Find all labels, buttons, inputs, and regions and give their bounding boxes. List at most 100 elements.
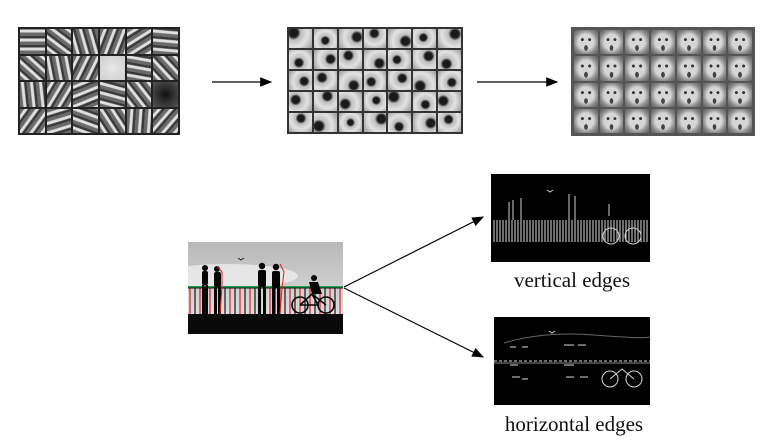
part-filter-cell bbox=[413, 71, 437, 90]
part-filter-grid bbox=[287, 27, 463, 134]
face-filter-cell bbox=[599, 56, 624, 81]
source-photo bbox=[188, 242, 343, 334]
face-filter-cell bbox=[651, 56, 675, 81]
vertical-edges-image bbox=[491, 174, 650, 262]
part-filter-cell bbox=[438, 71, 461, 90]
part-filter-cell bbox=[388, 92, 412, 111]
horizontal-edge-map bbox=[494, 330, 650, 388]
face-filter-cell bbox=[702, 30, 727, 55]
edge-filter-cell bbox=[126, 82, 152, 107]
vertical-edge-map bbox=[493, 189, 648, 245]
part-filter-cell bbox=[289, 92, 312, 111]
face-filter-cell bbox=[651, 82, 675, 107]
part-filter-cell bbox=[413, 113, 437, 132]
part-filter-cell bbox=[289, 29, 312, 48]
face-filter-cell bbox=[702, 108, 727, 133]
horizontal-edges-image bbox=[494, 317, 650, 405]
part-filter-cell bbox=[289, 113, 312, 132]
part-filter-cell bbox=[413, 29, 437, 48]
part-filter-cell bbox=[388, 71, 412, 90]
edge-filter-cell bbox=[20, 82, 45, 107]
face-filter-cell bbox=[625, 108, 650, 133]
horizontal-edges-caption: horizontal edges bbox=[504, 412, 644, 436]
part-filter-cell bbox=[388, 29, 412, 48]
part-filter-cell bbox=[338, 113, 362, 132]
edge-filter-cell bbox=[126, 29, 152, 54]
part-filter-cell bbox=[388, 113, 412, 132]
edge-filter-cell bbox=[99, 29, 125, 54]
part-filter-cell bbox=[438, 113, 461, 132]
part-filter-cell bbox=[438, 50, 461, 69]
edge-filter-cell bbox=[46, 29, 72, 54]
edge-filter-cell bbox=[46, 55, 72, 80]
face-filters-panel bbox=[571, 27, 755, 136]
face-filter-cell bbox=[625, 82, 650, 107]
part-filter-cell bbox=[313, 113, 337, 132]
part-filter-cell bbox=[289, 71, 312, 90]
arrow-photo-to-horizontal bbox=[343, 287, 485, 358]
face-filter-cell bbox=[574, 30, 598, 55]
part-filter-cell bbox=[438, 92, 461, 111]
part-filter-cell bbox=[338, 29, 362, 48]
part-filter-cell bbox=[338, 50, 362, 69]
face-filter-cell bbox=[574, 56, 598, 81]
part-filter-cell bbox=[363, 92, 387, 111]
edge-filter-cell bbox=[153, 29, 178, 54]
part-filter-cell bbox=[363, 113, 387, 132]
face-filter-cell bbox=[574, 108, 598, 133]
arrow-photo-to-vertical bbox=[343, 216, 485, 288]
part-filter-cell bbox=[363, 29, 387, 48]
edge-filter-cell bbox=[73, 82, 98, 107]
edge-filter-cell bbox=[153, 55, 178, 80]
edge-filter-cell bbox=[99, 55, 125, 80]
edge-filter-cell bbox=[153, 82, 178, 107]
face-filter-cell bbox=[728, 108, 752, 133]
face-filter-cell bbox=[676, 56, 701, 81]
part-filter-cell bbox=[313, 29, 337, 48]
part-filter-cell bbox=[413, 50, 437, 69]
part-filter-cell bbox=[338, 71, 362, 90]
face-filter-cell bbox=[702, 82, 727, 107]
edge-filter-cell bbox=[73, 29, 98, 54]
face-filter-cell bbox=[625, 56, 650, 81]
part-filter-cell bbox=[388, 50, 412, 69]
edge-filters-panel bbox=[18, 27, 180, 135]
part-filter-cell bbox=[413, 92, 437, 111]
face-filter-cell bbox=[702, 56, 727, 81]
part-filter-cell bbox=[338, 92, 362, 111]
face-filter-cell bbox=[599, 82, 624, 107]
edge-filter-cell bbox=[46, 82, 72, 107]
edge-filter-cell bbox=[99, 108, 125, 133]
face-filter-cell bbox=[599, 108, 624, 133]
face-filter-cell bbox=[728, 30, 752, 55]
edge-filter-cell bbox=[46, 108, 72, 133]
part-filter-cell bbox=[313, 71, 337, 90]
vertical-edges-caption: vertical edges bbox=[513, 268, 631, 292]
edge-filter-cell bbox=[20, 29, 45, 54]
edge-filter-cell bbox=[126, 108, 152, 133]
face-filter-cell bbox=[728, 56, 752, 81]
part-filter-cell bbox=[363, 71, 387, 90]
edge-filter-cell bbox=[20, 55, 45, 80]
face-filter-cell bbox=[676, 82, 701, 107]
edge-filter-cell bbox=[153, 108, 178, 133]
face-filter-cell bbox=[574, 82, 598, 107]
part-filter-cell bbox=[313, 92, 337, 111]
face-filter-cell bbox=[599, 30, 624, 55]
face-filter-grid bbox=[571, 27, 755, 136]
edge-filter-cell bbox=[73, 108, 98, 133]
part-filter-cell bbox=[313, 50, 337, 69]
edge-filter-grid bbox=[18, 27, 180, 135]
face-filter-cell bbox=[676, 108, 701, 133]
part-filter-cell bbox=[438, 29, 461, 48]
face-filter-cell bbox=[676, 30, 701, 55]
face-filter-cell bbox=[651, 30, 675, 55]
face-filter-cell bbox=[728, 82, 752, 107]
face-filter-cell bbox=[651, 108, 675, 133]
edge-filter-cell bbox=[99, 82, 125, 107]
edge-filter-cell bbox=[126, 55, 152, 80]
edge-filter-cell bbox=[20, 108, 45, 133]
part-filters-panel bbox=[287, 27, 463, 134]
part-filter-cell bbox=[363, 50, 387, 69]
